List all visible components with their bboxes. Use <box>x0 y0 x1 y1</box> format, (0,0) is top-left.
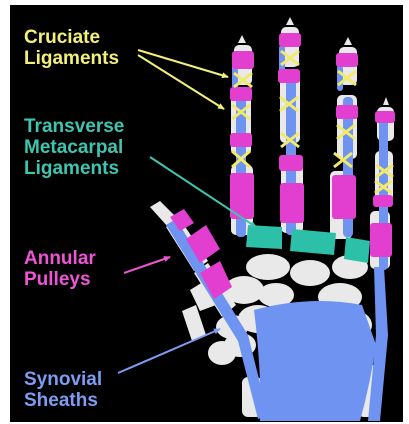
synovial-leader <box>118 329 220 373</box>
annular-leader <box>124 257 170 273</box>
synovial-sheaths-label: Synovial Sheaths <box>24 369 102 411</box>
cruciate-ligaments <box>232 51 393 193</box>
hand-diagram: Cruciate Ligaments Transverse Metacarpal… <box>10 5 403 422</box>
annular-pulleys-label: Annular Pulleys <box>24 248 96 290</box>
transverse-metacarpal-ligaments-label: Transverse Metacarpal Ligaments <box>24 116 124 179</box>
cruciate-ligaments-label: Cruciate Ligaments <box>24 27 119 69</box>
